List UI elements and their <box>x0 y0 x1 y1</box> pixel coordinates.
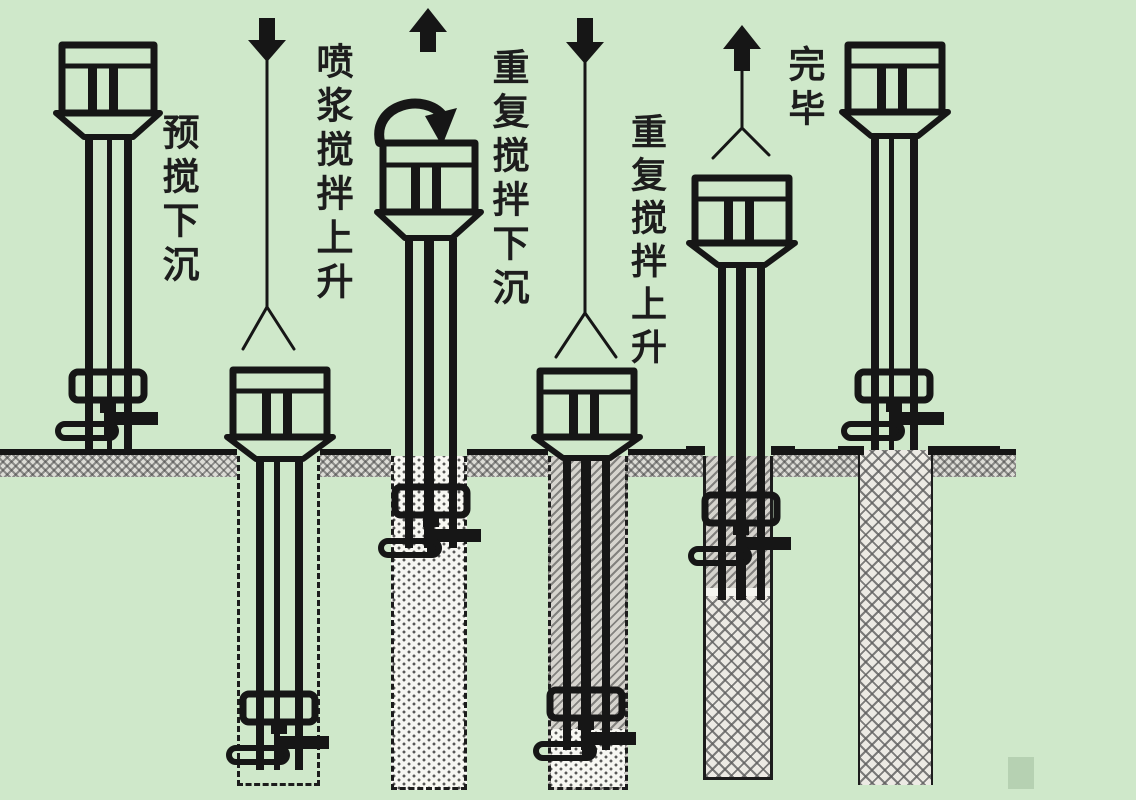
mixing-rig-stage6-finished <box>838 41 1000 455</box>
ground-surface <box>773 449 858 477</box>
down-arrow-icon <box>241 18 296 351</box>
borehole-stage1-empty <box>237 456 320 786</box>
stage3-label: 重复搅拌下沉 <box>486 48 529 312</box>
finished-pile-column <box>858 450 933 785</box>
rotation-arrow-icon <box>374 98 457 147</box>
mixing-rig-stage2-sunk <box>224 366 336 770</box>
stage2-label: 喷浆搅拌上升 <box>310 42 353 306</box>
ground-surface <box>467 449 548 477</box>
borehole-stage4-finished-part <box>706 596 770 777</box>
mixing-rig-stage1 <box>53 41 163 452</box>
stage5-label: 完毕 <box>782 45 825 133</box>
mixing-rig-stage4-sunk <box>531 367 643 761</box>
watermark <box>1008 757 1034 789</box>
up-arrow-icon <box>409 8 447 52</box>
ground-surface <box>320 449 391 477</box>
ground-surface <box>628 449 703 477</box>
up-arrow-icon <box>711 25 771 160</box>
down-arrow-icon <box>554 18 618 359</box>
mixing-rig-stage3-grouting <box>374 139 484 558</box>
mixing-rig-stage5-rising <box>686 174 798 600</box>
stage1-label: 预搅下沉 <box>156 113 199 289</box>
stage4-label: 重复搅拌上升 <box>625 113 666 371</box>
ground-surface <box>0 449 237 477</box>
